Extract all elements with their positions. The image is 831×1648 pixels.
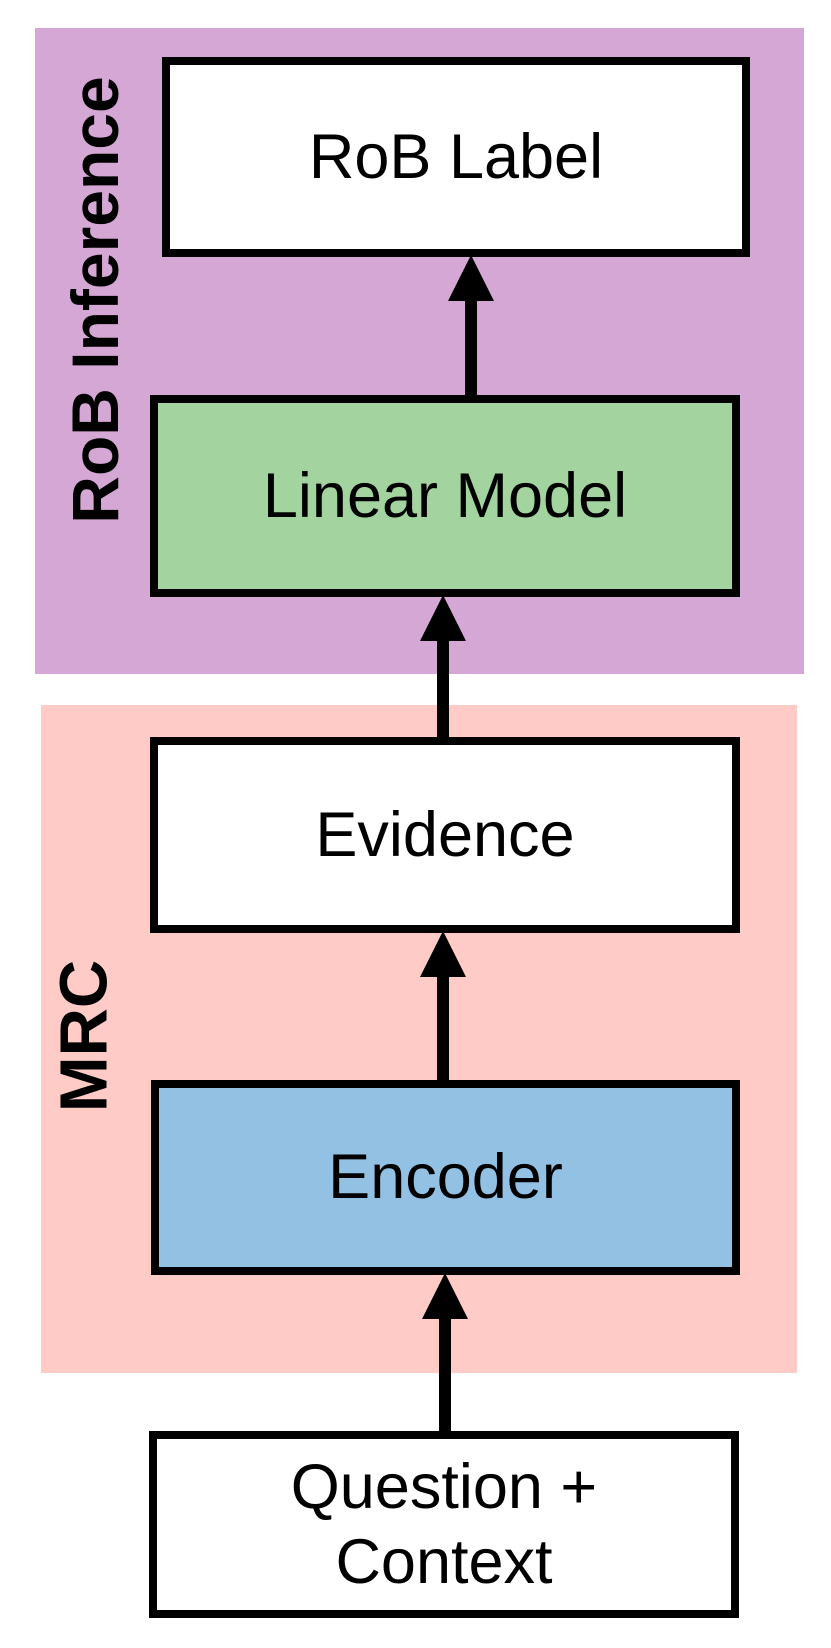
encoder-node: Encoder xyxy=(151,1080,740,1275)
linear-model-text: Linear Model xyxy=(262,460,628,531)
mrc-region-label: MRC xyxy=(46,959,122,1113)
arrow-shaft xyxy=(437,641,449,741)
arrowhead-icon xyxy=(448,255,494,301)
rob-inference-region-label: RoB Inference xyxy=(58,76,132,524)
arrowhead-icon xyxy=(420,595,466,641)
rob-label-node: RoB Label xyxy=(162,57,750,257)
arrow-up-icon-evidence-to-linear-model xyxy=(420,595,466,741)
evidence-text: Evidence xyxy=(315,799,575,870)
arrowhead-icon xyxy=(420,931,466,977)
arrow-shaft xyxy=(465,301,477,399)
question-context-text-line1: Question + xyxy=(290,1452,598,1523)
linear-model-node: Linear Model xyxy=(150,395,740,597)
rob-label-text: RoB Label xyxy=(308,121,604,192)
evidence-node: Evidence xyxy=(150,737,740,933)
arrow-up-icon-linear-model-to-rob-label xyxy=(448,255,494,399)
arrow-shaft xyxy=(437,977,449,1084)
arrow-up-icon-question-context-to-encoder xyxy=(422,1273,468,1435)
arrowhead-icon xyxy=(422,1273,468,1319)
question-context-node: Question + Context xyxy=(149,1431,739,1618)
arrow-up-icon-encoder-to-evidence xyxy=(420,931,466,1084)
encoder-text: Encoder xyxy=(328,1142,563,1213)
arrow-shaft xyxy=(439,1319,451,1435)
question-context-text-line2: Context xyxy=(335,1526,553,1597)
